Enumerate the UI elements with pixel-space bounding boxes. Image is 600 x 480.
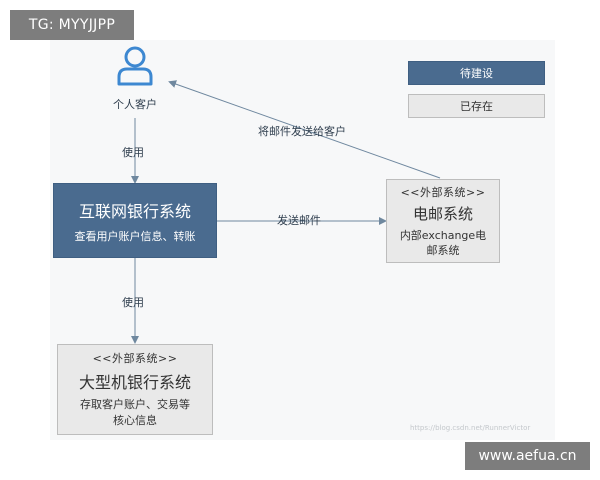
- email-system-box: <<外部系统>> 电邮系统 内部exchange电 邮系统: [386, 179, 500, 263]
- legend-existing: 已存在: [408, 94, 545, 118]
- email-system-desc-line2: 邮系统: [426, 244, 460, 257]
- mainframe-desc-line1: 存取客户账户、交易等: [80, 398, 190, 411]
- mainframe-desc-line2: 核心信息: [113, 414, 157, 427]
- mainframe-title: 大型机银行系统: [78, 373, 191, 392]
- actor-customer: 个人客户: [95, 40, 175, 115]
- email-system-title: 电邮系统: [412, 205, 473, 223]
- internet-banking-system-desc: 查看用户账户信息、转账: [74, 229, 196, 243]
- edge-label-actor-uses-bank: 使用: [122, 146, 144, 159]
- faint-source-url: https://blog.csdn.net/RunnerVictor: [410, 424, 531, 432]
- edge-label-bank-uses-mainframe: 使用: [122, 296, 144, 309]
- mainframe-banking-system-box: <<外部系统>> 大型机银行系统 存取客户账户、交易等 核心信息: [57, 344, 213, 435]
- email-system-desc-line1: 内部exchange电: [399, 229, 487, 242]
- legend-to-build: 待建设: [408, 61, 545, 85]
- email-system-stereotype: <<外部系统>>: [400, 186, 486, 199]
- bottom-right-watermark: www.aefua.cn: [465, 442, 590, 470]
- internet-banking-system-box: 互联网银行系统 查看用户账户信息、转账: [53, 183, 217, 258]
- edge-label-bank-sends-email: 发送邮件: [277, 214, 321, 227]
- mainframe-stereotype: <<外部系统>>: [92, 352, 178, 365]
- internet-banking-system-title: 互联网银行系统: [78, 201, 191, 221]
- person-icon: [117, 46, 153, 86]
- top-left-tag: TG: MYYJJPP: [10, 10, 134, 40]
- actor-label: 个人客户: [113, 98, 157, 111]
- edge-label-email-to-customer: 将邮件发送给客户: [258, 125, 346, 138]
